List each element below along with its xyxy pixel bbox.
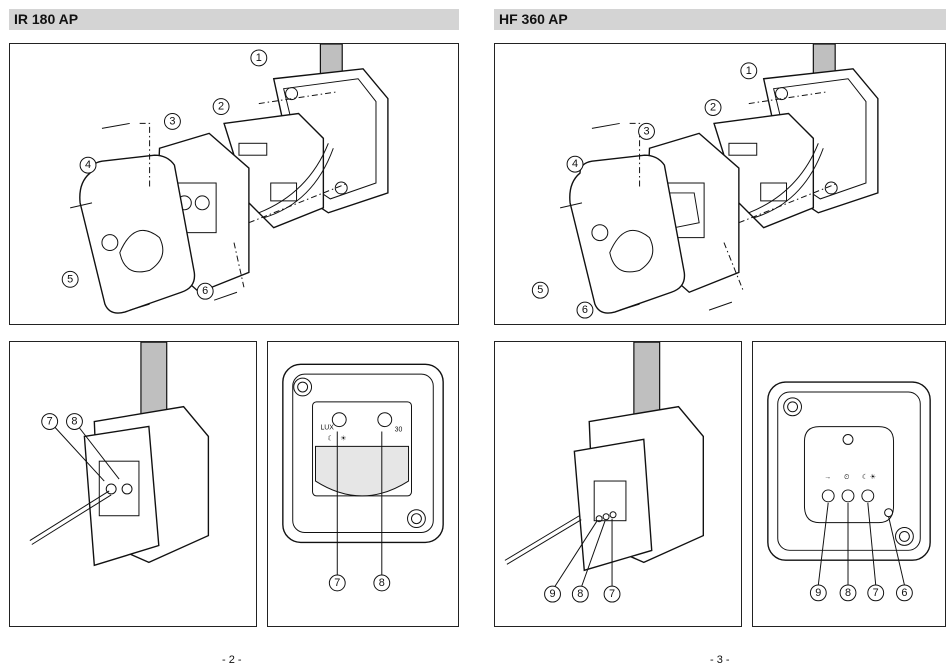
svg-text:8: 8 xyxy=(379,577,385,589)
callout-8: 8 xyxy=(373,574,391,592)
svg-text:8: 8 xyxy=(71,416,77,428)
front-cover xyxy=(569,154,686,314)
lux-dial xyxy=(331,412,347,428)
callout-8: 8 xyxy=(839,584,857,602)
callout-9: 9 xyxy=(809,584,827,602)
svg-text:3: 3 xyxy=(643,125,649,137)
svg-text:7: 7 xyxy=(873,587,879,599)
exploded-view-panel: 1 2 3 4 5 6 xyxy=(494,43,946,325)
callout-8: 8 xyxy=(66,413,83,430)
callout-7: 7 xyxy=(328,574,346,592)
callout-5: 5 xyxy=(531,281,549,299)
svg-text:6: 6 xyxy=(582,304,588,316)
svg-text:☀: ☀ xyxy=(340,434,346,442)
callout-7: 7 xyxy=(603,585,621,603)
screwdriver xyxy=(504,515,580,561)
open-sensor-unit xyxy=(83,425,160,567)
exploded-view-panel: 1 2 3 4 5 6 xyxy=(9,43,459,325)
time-dial xyxy=(841,489,855,503)
callout-5: 5 xyxy=(61,270,79,288)
svg-text:☾: ☾ xyxy=(862,473,868,481)
page-number: - 2 - xyxy=(222,654,242,666)
callout-7: 7 xyxy=(41,413,59,430)
front-cover xyxy=(79,154,196,314)
time-dial xyxy=(377,412,393,428)
pir-lens xyxy=(315,445,410,497)
front-view-drawing: → ⏲ ☾ ☀ 9 8 7 6 xyxy=(767,381,931,602)
callout-9: 9 xyxy=(544,585,561,603)
callout-2: 2 xyxy=(704,99,722,116)
svg-text:4: 4 xyxy=(572,158,578,170)
svg-text:⏲: ⏲ xyxy=(844,474,849,481)
range-dial xyxy=(821,489,835,503)
exploded-assembly-drawing: 1 2 3 4 5 6 xyxy=(531,44,879,319)
svg-text:7: 7 xyxy=(47,416,53,428)
callout-4: 4 xyxy=(79,156,97,174)
svg-text:6: 6 xyxy=(202,285,208,297)
adjustment-detail-panel: 7 8 xyxy=(9,341,257,627)
adjustment-detail-panel: 9 8 7 xyxy=(494,341,742,627)
lux-dial xyxy=(861,489,875,503)
svg-text:LUX: LUX xyxy=(320,425,334,432)
svg-text:3: 3 xyxy=(169,115,175,127)
cable xyxy=(633,342,661,418)
callout-8: 8 xyxy=(571,585,589,603)
svg-text:☾: ☾ xyxy=(327,434,333,442)
callout-7: 7 xyxy=(867,584,885,602)
callout-2: 2 xyxy=(212,98,230,115)
callout-3: 3 xyxy=(164,113,181,130)
exploded-assembly-drawing: 1 2 3 4 5 6 xyxy=(61,44,389,314)
svg-text:8: 8 xyxy=(577,588,583,600)
svg-text:6: 6 xyxy=(901,587,907,599)
svg-text:8: 8 xyxy=(845,587,851,599)
svg-text:☀: ☀ xyxy=(870,473,876,481)
cable xyxy=(140,342,168,418)
svg-text:2: 2 xyxy=(218,101,224,113)
svg-text:1: 1 xyxy=(256,52,262,64)
svg-text:1: 1 xyxy=(746,65,752,77)
svg-text:→: → xyxy=(824,474,831,481)
callout-6: 6 xyxy=(576,301,594,319)
adjustment-detail-drawing: 9 8 7 xyxy=(504,342,705,603)
callout-1: 1 xyxy=(740,62,758,80)
callout-6: 6 xyxy=(196,282,214,300)
screwdriver xyxy=(29,490,110,541)
svg-text:5: 5 xyxy=(67,273,73,285)
callout-6: 6 xyxy=(896,584,913,602)
hf-sensor-indicator xyxy=(842,434,854,445)
page-hf360: HF 360 AP 1 2 3 4 5 6 xyxy=(475,0,950,670)
adjustment-detail-drawing: 7 8 xyxy=(29,342,210,567)
svg-text:4: 4 xyxy=(85,159,91,171)
front-view-panel: → ⏲ ☾ ☀ 9 8 7 6 xyxy=(752,341,946,627)
housing-outline xyxy=(767,381,931,561)
svg-text:9: 9 xyxy=(815,587,821,599)
svg-text:9: 9 xyxy=(549,588,555,600)
page-title: IR 180 AP xyxy=(9,9,459,30)
svg-text:30: 30 xyxy=(395,427,403,434)
page-ir180: IR 180 AP xyxy=(9,9,459,666)
callout-3: 3 xyxy=(638,122,655,140)
callout-1: 1 xyxy=(250,49,268,67)
svg-text:2: 2 xyxy=(710,102,716,114)
callout-4: 4 xyxy=(566,155,584,173)
front-view-panel: LUX ☀ ☾ 30 7 8 xyxy=(267,341,459,627)
sensor-face xyxy=(803,426,895,524)
svg-text:5: 5 xyxy=(537,284,543,296)
svg-text:7: 7 xyxy=(334,577,340,589)
page-number: - 3 - xyxy=(710,654,730,666)
open-sensor-unit xyxy=(573,438,653,572)
svg-text:7: 7 xyxy=(609,588,615,600)
front-view-drawing: LUX ☀ ☾ 30 7 8 xyxy=(282,363,444,592)
page-title: HF 360 AP xyxy=(494,9,946,30)
